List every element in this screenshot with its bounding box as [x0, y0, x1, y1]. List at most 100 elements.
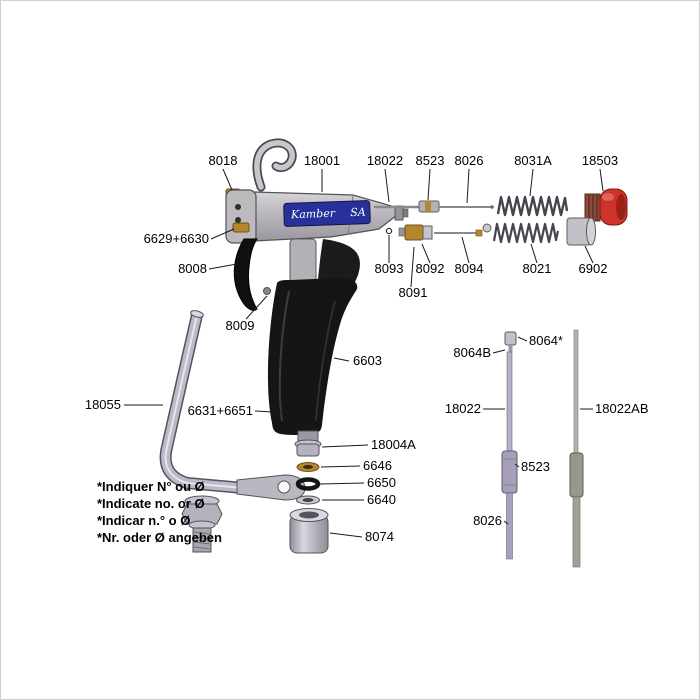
needle-18022AB-lower-shaft	[572, 496, 581, 568]
spray-gun-body: Kamber SA	[225, 138, 409, 435]
oring-6650	[295, 477, 321, 491]
leader-8021	[530, 243, 538, 264]
part-label-8074: 8074	[365, 529, 394, 544]
ball-bearing	[482, 223, 492, 233]
thread-3	[193, 541, 211, 545]
leader-8091	[410, 246, 415, 288]
needle-18022AB-sleeve	[569, 452, 584, 498]
footnote-es: *Indicar n.° o Ø	[97, 513, 190, 528]
leader-6902	[584, 245, 594, 264]
leader-8523-right	[514, 463, 520, 468]
part-label-8092: 8092	[416, 261, 445, 276]
thread-4	[193, 546, 211, 550]
knob-18503-highlight	[602, 193, 614, 201]
part-label-18004A: 18004A	[371, 437, 416, 452]
gun-rear-cap	[225, 189, 257, 244]
part-label-8026-top: 8026	[455, 153, 484, 168]
part-label-6640: 6640	[367, 492, 396, 507]
tiny-ball-8093	[385, 227, 393, 235]
footnotes: *Indiquer N° ou Ø *Indicate no. or Ø *In…	[97, 479, 222, 545]
part-label-8031A: 8031A	[514, 153, 552, 168]
fitting-18004A-body	[296, 443, 320, 457]
tube-highlight	[164, 314, 244, 489]
part-label-8064-star: 8064*	[529, 333, 563, 348]
rear-cap-hole-lower	[235, 217, 241, 223]
part-label-8009: 8009	[226, 318, 255, 333]
leader-8064s	[517, 336, 528, 342]
part-label-8094: 8094	[455, 261, 484, 276]
needle-8026-lower-shaft	[506, 492, 513, 560]
rear-cap-hole-upper	[235, 204, 241, 210]
part-label-18022-right: 18022	[445, 401, 481, 416]
footnote-de: *Nr. oder Ø angeben	[97, 530, 222, 545]
part-label-8093: 8093	[375, 261, 404, 276]
part-label-6902: 6902	[579, 261, 608, 276]
cap-8064	[504, 331, 517, 346]
part-label-18022-top: 18022	[367, 153, 403, 168]
leader-18004A	[321, 444, 369, 448]
part-label-18001: 18001	[304, 153, 340, 168]
cap-8064-stem	[508, 345, 513, 352]
part-label-8091: 8091	[399, 285, 428, 300]
right-needle-set	[501, 329, 584, 568]
leader-8094	[461, 236, 470, 264]
part-label-6629-6630: 6629+6630	[144, 231, 209, 246]
suction-tube-assembly	[159, 310, 306, 553]
coupling-nut-8074-bore	[299, 511, 319, 519]
rod-8094-brass-tip	[475, 229, 483, 237]
part-labels: 8018 18001 18022 8523 8026 8031A 18503 6…	[85, 153, 649, 544]
leader-6646	[320, 465, 361, 468]
trigger	[233, 238, 258, 311]
brand-plate	[283, 200, 371, 227]
washer-6640-hole	[302, 498, 314, 502]
valve-8091-tip	[398, 227, 406, 237]
thread-1	[193, 531, 211, 535]
bottom-fittings	[289, 430, 329, 554]
brand-text: Kamber	[290, 207, 336, 222]
leader-8523-top	[427, 168, 431, 201]
leader-8009	[245, 295, 268, 320]
part-label-6646: 6646	[363, 458, 392, 473]
grip-highlight	[278, 290, 290, 422]
leader-lines	[124, 168, 604, 538]
leader-18503	[599, 168, 604, 192]
part-label-18503: 18503	[582, 153, 618, 168]
leader-8092	[421, 243, 431, 264]
part-label-8018: 8018	[209, 153, 238, 168]
rod-8026-tip	[490, 205, 494, 209]
needle-18022-upper-shaft	[506, 351, 513, 452]
leader-8018	[222, 168, 233, 191]
leader-6650	[319, 482, 365, 485]
leader-8031A	[529, 168, 534, 197]
part-label-8008: 8008	[178, 261, 207, 276]
piston-6902-face	[586, 217, 596, 246]
needle-18022AB-upper-shaft	[573, 329, 579, 454]
part-8009-pin	[263, 287, 271, 295]
part-label-8021: 8021	[523, 261, 552, 276]
tube-cut-end	[190, 310, 204, 318]
leader-6629-6630	[210, 228, 235, 240]
leader-8064B	[492, 349, 506, 354]
gun-nozzle-tip	[402, 208, 409, 218]
part-label-6603: 6603	[353, 353, 382, 368]
part-6629-6630-screw	[232, 222, 250, 233]
part-label-8026-right: 8026	[473, 513, 502, 528]
spring-8031A	[496, 195, 569, 217]
sleeve-8523-brass-band	[425, 201, 431, 212]
part-label-6650: 6650	[367, 475, 396, 490]
footnote-en: *Indicate no. or Ø	[97, 496, 205, 511]
part-label-6631-6651: 6631+6651	[188, 403, 253, 418]
hanging-hook	[254, 140, 295, 190]
leader-18022-top	[384, 168, 390, 203]
grip-highlight-2	[315, 300, 336, 422]
needle-assembly-top-row	[374, 188, 628, 226]
spring-8021	[492, 222, 560, 244]
part-label-18022AB: 18022AB	[595, 401, 649, 416]
leader-8026-right	[503, 520, 509, 525]
leader-6631-6651	[254, 410, 293, 414]
needle-sleeve-8523	[501, 450, 518, 494]
knob-18503-face	[616, 194, 626, 220]
brand-plate-group: Kamber SA	[283, 200, 371, 227]
